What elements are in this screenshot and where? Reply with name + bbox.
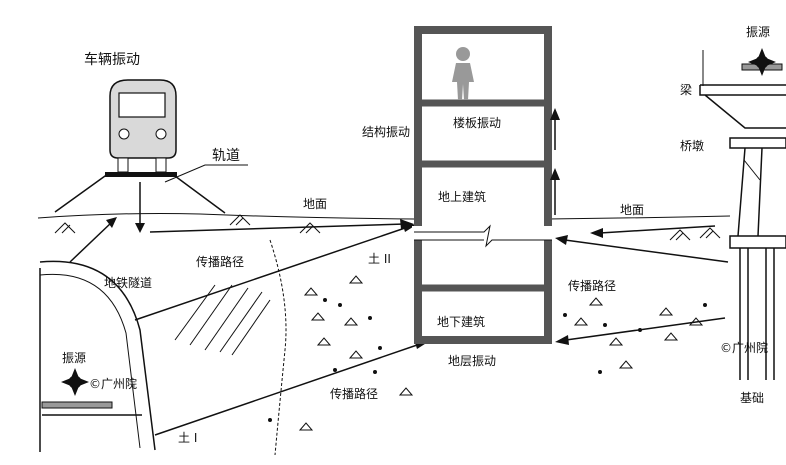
label-stratum-vibration: 地层振动 (448, 354, 496, 368)
label-source-right: 振源 (746, 25, 770, 39)
vibration-source-bridge-icon (748, 48, 776, 76)
building (412, 26, 554, 344)
arrow-tunnel-mid (134, 226, 409, 321)
viaduct (699, 50, 786, 380)
soil-particles (268, 275, 707, 431)
label-path-lower: 传播路径 (330, 386, 378, 401)
tunnel-track (41, 401, 113, 409)
label-pier: 桥墩 (680, 139, 704, 153)
arrow-tunnel-low (154, 343, 421, 436)
watermark-left: ©广州院 (89, 377, 137, 391)
track-leader-line (164, 164, 248, 183)
label-path-right: 传播路径 (568, 278, 616, 293)
label-foundation: 基础 (740, 391, 764, 405)
label-underground-building: 地下建筑 (437, 314, 485, 329)
label-soil-2: 土 II (368, 252, 391, 266)
label-soil-1: 土 I (178, 431, 197, 445)
label-metro-tunnel: 地铁隧道 (104, 275, 152, 290)
label-floor-vibration: 楼板振动 (453, 115, 501, 130)
label-structure-vibration: 结构振动 (362, 124, 410, 139)
pier-leader-line (743, 159, 761, 181)
label-ground-right: 地面 (620, 203, 644, 217)
arrow-train-right (149, 223, 406, 233)
arrow-tunnel-up (69, 221, 113, 263)
watermark-right: ©广州院 (720, 341, 768, 355)
label-above-ground-building: 地上建筑 (438, 189, 486, 204)
soil-boundary (269, 239, 287, 456)
train-icon (109, 79, 177, 173)
label-track: 轨道 (212, 148, 240, 164)
arrow-bridge-top (599, 225, 716, 234)
label-beam: 梁 (680, 82, 692, 97)
arrow-bridge-low (565, 317, 726, 341)
vibration-source-tunnel-icon (61, 368, 89, 396)
tunnel-inner (39, 273, 141, 449)
label-vehicle-vibration: 车辆振动 (84, 51, 140, 68)
label-source-tunnel: 振源 (62, 351, 86, 365)
metro-tunnel (39, 260, 156, 452)
person-icon (452, 47, 474, 100)
label-path-upper-left: 传播路径 (196, 254, 244, 269)
ground-surface-left (37, 213, 416, 220)
ground-surface-right (547, 215, 731, 220)
soil-hatch (174, 284, 271, 356)
track-rail (105, 172, 177, 177)
arrow-bridge-mid (564, 239, 729, 263)
ground-hatch (54, 214, 721, 241)
label-ground-left: 地面 (303, 197, 327, 211)
